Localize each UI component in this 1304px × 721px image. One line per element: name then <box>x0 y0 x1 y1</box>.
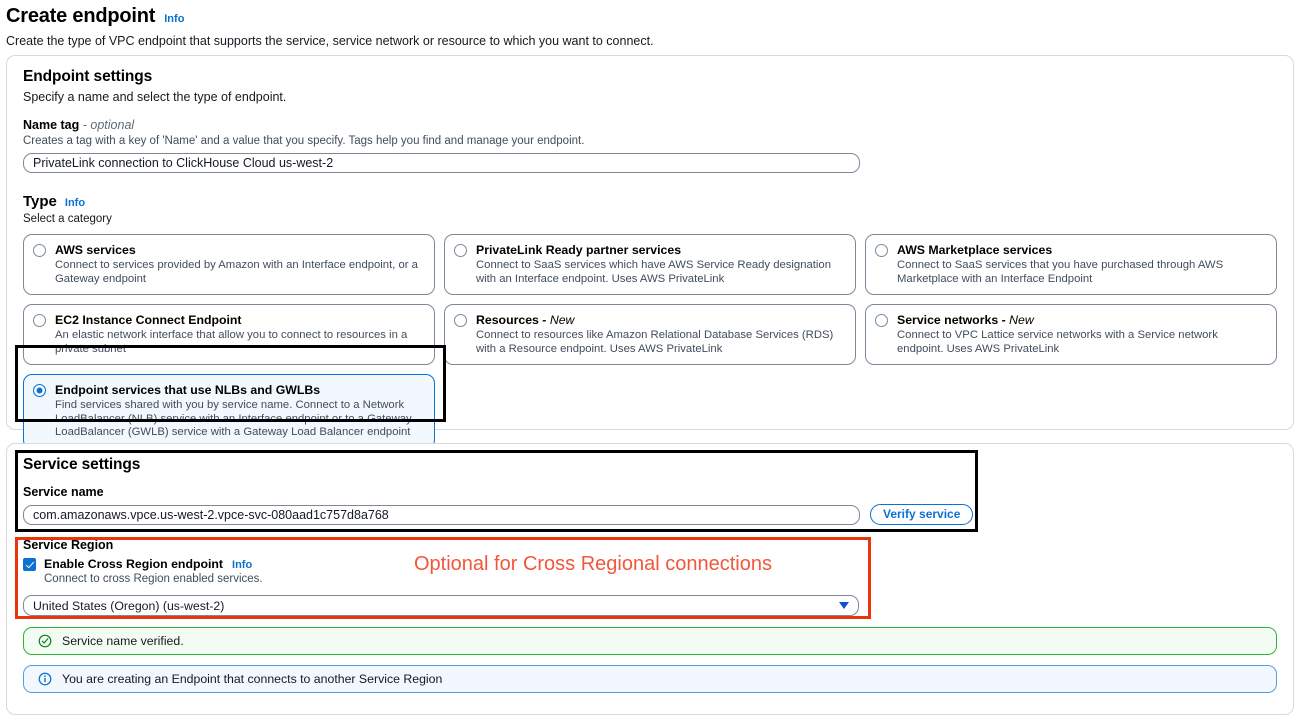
page-title: Create endpoint <box>6 5 156 27</box>
type-sublabel: Select a category <box>23 213 112 225</box>
type-option-description: Connect to SaaS services which have AWS … <box>476 259 831 285</box>
new-badge: New <box>549 313 575 327</box>
alert-cross-region-info: You are creating an Endpoint that connec… <box>23 665 1277 693</box>
type-info-link[interactable]: Info <box>64 197 86 209</box>
name-tag-label-text: Name tag <box>23 118 80 132</box>
radio-icon[interactable] <box>454 314 467 327</box>
alert-info-text: You are creating an Endpoint that connec… <box>62 672 443 686</box>
radio-icon[interactable] <box>875 244 888 257</box>
radio-icon[interactable] <box>33 244 46 257</box>
radio-icon[interactable] <box>33 314 46 327</box>
type-option-title: Resources - New <box>476 313 575 327</box>
type-label: Type <box>23 193 57 210</box>
service-settings-title: Service settings <box>23 456 141 473</box>
alert-service-name-verified: Service name verified. <box>23 627 1277 655</box>
name-tag-label: Name tag - optional <box>23 118 1277 132</box>
type-option-description: Find services shared with you by service… <box>55 399 412 438</box>
type-option-tile[interactable]: EC2 Instance Connect Endpoint An elastic … <box>23 304 435 365</box>
service-region-selected-value: United States (Oregon) (us-west-2) <box>33 598 225 613</box>
type-option-title: Endpoint services that use NLBs and GWLB… <box>55 383 321 397</box>
cross-region-checkbox-row[interactable]: Enable Cross Region endpoint Info Connec… <box>23 557 1277 585</box>
type-option-title: Service networks - New <box>897 313 1034 327</box>
type-option-description: Connect to SaaS services that you have p… <box>897 259 1224 285</box>
name-tag-input[interactable] <box>23 153 860 173</box>
endpoint-settings-title: Endpoint settings <box>23 68 153 85</box>
verify-service-button[interactable]: Verify service <box>870 504 974 525</box>
annotation-callout-text: Optional for Cross Regional connections <box>414 553 772 575</box>
service-region-label: Service Region <box>23 538 114 552</box>
service-region-block: Service Region Enable Cross Region endpo… <box>23 538 1277 616</box>
type-option-title: AWS services <box>55 243 136 257</box>
page-description: Create the type of VPC endpoint that sup… <box>6 34 654 48</box>
type-option-title: AWS Marketplace services <box>897 243 1053 257</box>
service-settings-panel: Service settings Service name Verify ser… <box>6 443 1294 715</box>
cross-region-info-link[interactable]: Info <box>232 559 253 571</box>
radio-icon[interactable] <box>875 314 888 327</box>
type-option-title: EC2 Instance Connect Endpoint <box>55 313 242 327</box>
service-name-label: Service name <box>23 485 104 499</box>
check-circle-icon <box>38 634 52 648</box>
type-option-tile[interactable]: Endpoint services that use NLBs and GWLB… <box>23 374 435 449</box>
type-option-description: Connect to VPC Lattice service networks … <box>897 329 1218 355</box>
endpoint-settings-description: Specify a name and select the type of en… <box>23 90 287 104</box>
service-region-select[interactable]: United States (Oregon) (us-west-2) <box>23 595 859 616</box>
cross-region-checkbox[interactable] <box>23 558 36 571</box>
info-circle-icon <box>38 672 52 686</box>
page-header: Create endpoint Info Create the type of … <box>0 0 1304 48</box>
endpoint-settings-panel: Endpoint settings Specify a name and sel… <box>6 55 1294 449</box>
radio-icon[interactable] <box>33 384 46 397</box>
type-header: Type Info <box>23 193 1277 210</box>
cross-region-label: Enable Cross Region endpoint <box>44 557 224 571</box>
radio-icon[interactable] <box>454 244 467 257</box>
cross-region-sublabel: Connect to cross Region enabled services… <box>44 573 263 585</box>
type-option-description: An elastic network interface that allow … <box>55 329 408 355</box>
service-name-row: Verify service <box>23 504 1277 525</box>
cross-region-label-line: Enable Cross Region endpoint Info <box>44 557 263 571</box>
page-title-row: Create endpoint Info <box>6 5 1304 28</box>
service-name-input[interactable] <box>23 504 860 525</box>
name-tag-hint: Creates a tag with a key of 'Name' and a… <box>23 135 585 147</box>
alert-success-text: Service name verified. <box>62 634 184 648</box>
new-badge: New <box>1009 313 1034 327</box>
type-option-description: Connect to resources like Amazon Relatio… <box>476 329 834 355</box>
type-option-description: Connect to services provided by Amazon w… <box>55 259 418 285</box>
page-info-link[interactable]: Info <box>164 13 185 25</box>
type-option-title: PrivateLink Ready partner services <box>476 243 682 257</box>
name-tag-optional-text: - optional <box>82 118 135 132</box>
chevron-down-icon <box>839 602 849 609</box>
